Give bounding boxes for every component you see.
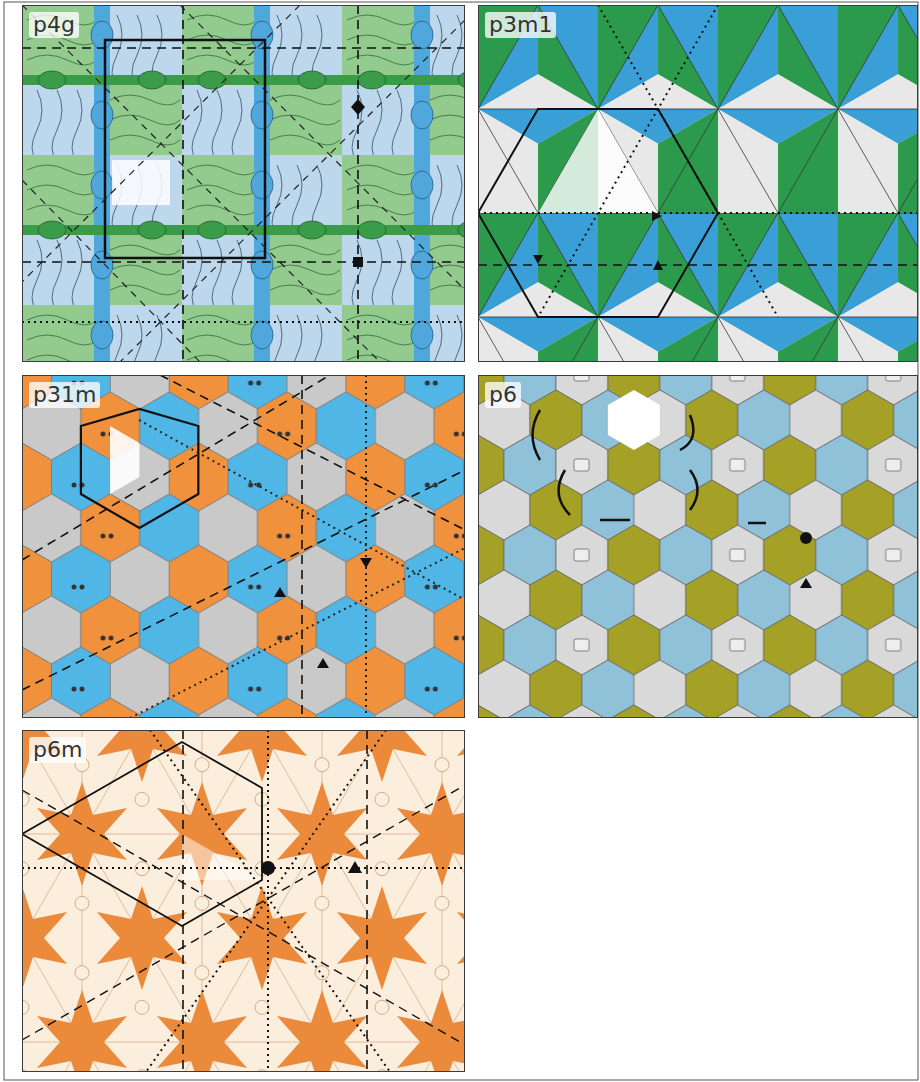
pattern-panel: p3m1	[478, 5, 918, 362]
group-label: p31m	[29, 382, 100, 408]
group-label: p4g	[29, 12, 79, 38]
pattern-panel: p31m	[22, 375, 465, 718]
group-label: p6	[485, 382, 521, 408]
pattern-panel: p4g	[22, 5, 465, 362]
pattern-panel: p6	[478, 375, 918, 718]
pattern-panel: p6m	[22, 730, 465, 1072]
group-label: p6m	[29, 737, 86, 763]
group-label: p3m1	[485, 12, 556, 38]
